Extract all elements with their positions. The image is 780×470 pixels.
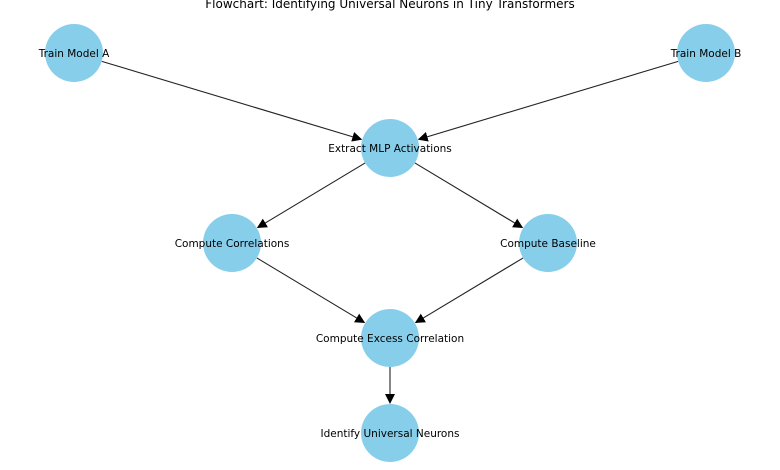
node-baseline: Compute Baseline [500, 214, 596, 272]
node-circle-train-a [45, 24, 103, 82]
node-correlations: Compute Correlations [175, 214, 290, 272]
node-label-baseline: Compute Baseline [500, 238, 596, 250]
node-circle-correlations [203, 214, 261, 272]
edge-baseline-to-excess [414, 257, 524, 324]
node-label-excess: Compute Excess Correlation [316, 333, 464, 345]
edge-train-b-to-extract [417, 60, 679, 142]
node-label-extract: Extract MLP Activations [328, 143, 452, 155]
node-circle-identify [361, 404, 419, 462]
diagram-title: Flowchart: Identifying Universal Neurons… [205, 0, 575, 11]
node-label-identify: Identify Universal Neurons [321, 428, 460, 440]
node-circle-excess [361, 309, 419, 367]
node-extract: Extract MLP Activations [328, 119, 452, 177]
node-label-train-b: Train Model B [670, 48, 742, 60]
edge-extract-to-correlations [256, 162, 366, 229]
edge-extract-to-baseline [414, 162, 524, 229]
node-train-b: Train Model B [670, 24, 742, 82]
node-identify: Identify Universal Neurons [321, 404, 460, 462]
edge-correlations-to-excess [256, 257, 366, 324]
node-circle-baseline [519, 214, 577, 272]
nodes-group: Train Model A Train Model B Extract MLP Ac… [38, 24, 742, 462]
node-circle-train-b [677, 24, 735, 82]
edge-train-a-to-extract [101, 60, 363, 142]
node-label-train-a: Train Model A [38, 48, 110, 60]
node-excess: Compute Excess Correlation [316, 309, 464, 367]
node-circle-extract [361, 119, 419, 177]
edges-group [101, 60, 679, 404]
node-label-correlations: Compute Correlations [175, 238, 290, 250]
node-train-a: Train Model A [38, 24, 110, 82]
